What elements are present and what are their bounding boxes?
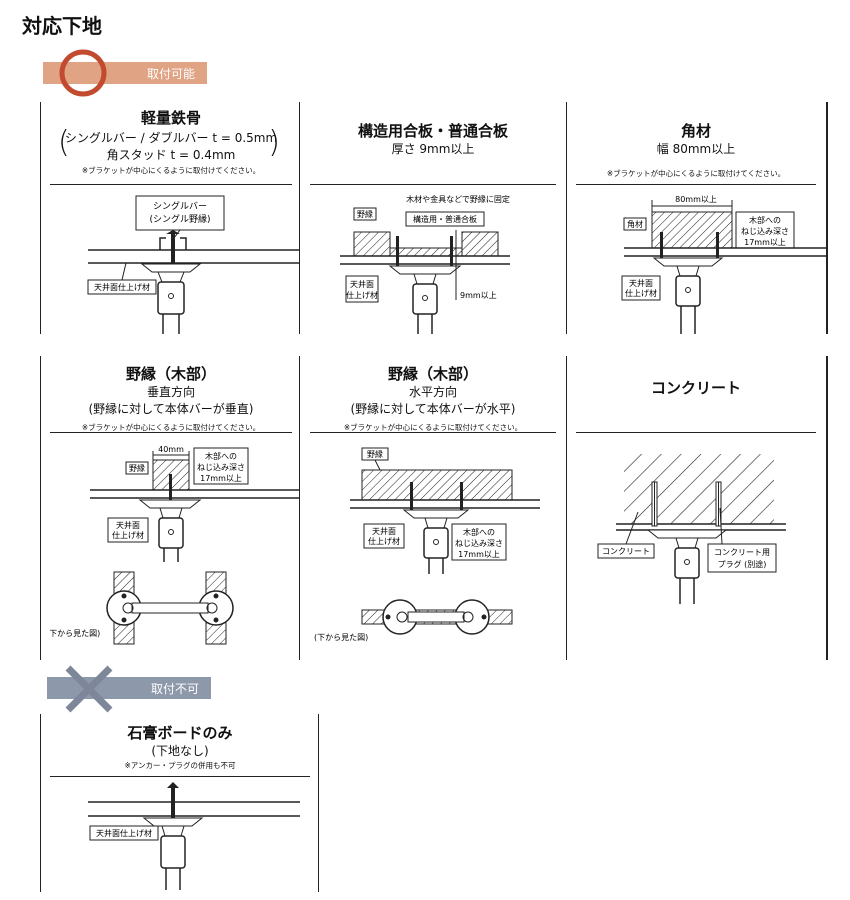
label-thickness: 9mm以上 (460, 291, 497, 300)
rule (50, 432, 292, 433)
cell-title: 野縁（木部） (387, 365, 478, 383)
divider (826, 102, 828, 334)
label-depth-1: 木部への (749, 215, 781, 225)
divider (318, 714, 319, 892)
cell-note: ※ブラケットが中心にくるように取付けてください。 (81, 423, 261, 432)
label-ceiling-top: 天井面 (372, 526, 396, 536)
rule (310, 432, 556, 433)
label-plug-2: プラグ (別途) (718, 559, 767, 569)
cell-title: コンクリート (650, 379, 741, 397)
cell-sub: (下地なし) (151, 744, 209, 758)
divider (40, 356, 41, 660)
cell-sub: 垂直方向 (146, 385, 195, 399)
divider (826, 356, 828, 660)
cell-note: ※ブラケットが中心にくるように取付けてください。 (606, 169, 786, 178)
cell-sub: 厚さ 9mm以上 (391, 142, 475, 156)
label-depth-2: ねじ込み深さ (455, 539, 503, 548)
label-ceiling-top: 天井面 (116, 520, 140, 530)
ng-cross-icon (65, 665, 113, 713)
label-bar-2: (シングル野縁) (149, 213, 210, 225)
label-depth-3: 17mm以上 (744, 238, 786, 247)
rule (576, 432, 816, 433)
diagram-concrete: コンクリート コンクリート用 プラグ (別途) (597, 454, 786, 604)
cell-note: ※アンカー・プラグの併用も不可 (124, 761, 236, 770)
label-ceiling-bottom: 仕上げ材 (368, 536, 400, 546)
cell-sub: ( シングルバー / ダブルバー t = 0.5mm 角スタッド t = 0.4… (58, 125, 280, 163)
label-depth-1: 木部への (205, 451, 237, 461)
label-ceiling-bottom: 仕上げ材 (112, 530, 144, 540)
label-ceiling-top: 天井面 (629, 278, 653, 288)
rule (576, 184, 816, 185)
rule (310, 184, 556, 185)
ng-banner-label: 取付不可 (150, 682, 199, 696)
label-ceiling: 天井面仕上げ材 (96, 828, 152, 838)
label-nobuchi: 野縁 (367, 449, 383, 459)
diagram-gypsum: 天井面仕上げ材 (88, 782, 300, 890)
label-nobuchi: 野縁 (129, 463, 145, 473)
cell-wood-vertical: 野縁（木部） 垂直方向 (野縁に対して本体バーが垂直) ※ブラケットが中心にくる… (50, 363, 292, 433)
cell-sub: (野縁に対して本体バーが垂直) (88, 402, 254, 416)
diagram-kakuzai: 80mm以上 角材 木部への ねじ込み深さ 17mm以上 天井面 仕上げ材 (621, 195, 826, 334)
label-ceiling-bottom: 仕上げ材 (625, 288, 657, 298)
rule (50, 184, 292, 185)
label-width: 40mm (158, 445, 184, 454)
cell-sub: 水平方向 (408, 385, 457, 399)
ok-circle-icon (59, 49, 107, 97)
label-depth-2: ねじ込み深さ (197, 463, 245, 472)
diagram-plywood: 木材や金具などで野縁に固定 野縁 構造用・普通合板 天井面 仕上げ材 9mm以上 (340, 194, 510, 334)
cell-note: ※ブラケットが中心にくるように取付けてください。 (81, 166, 261, 175)
diagram-lgs: シングルバー (シングル野縁) 天井面仕上げ材 (87, 195, 300, 334)
diagram-wood-vertical: 40mm 野縁 木部への ねじ込み深さ 17mm以上 天井面 仕上げ材 (下から… (50, 445, 300, 645)
label-width: 80mm以上 (675, 195, 717, 204)
label-bar-1: シングルバー (153, 200, 207, 212)
label-depth-2: ねじ込み深さ (741, 227, 789, 236)
label-ceiling-top: 天井面 (350, 279, 374, 289)
label-ceiling: 天井面仕上げ材 (94, 282, 150, 292)
ok-banner-label: 取付可能 (146, 67, 195, 81)
ok-banner: 取付可能 (43, 62, 207, 84)
cell-lgs: 軽量鉄骨 ( シングルバー / ダブルバー t = 0.5mm 角スタッド t … (50, 107, 292, 176)
cell-plywood: 構造用合板・普通合板 厚さ 9mm以上 (310, 120, 556, 158)
cell-kakuzai: 角材 幅 80mm以上 ※ブラケットが中心にくるように取付けてください。 (576, 120, 816, 179)
label-plug-1: コンクリート用 (714, 548, 770, 557)
label-fix: 木材や金具などで野縁に固定 (406, 194, 510, 204)
cell-sub: 幅 80mm以上 (656, 142, 736, 156)
cell-concrete: コンクリート (576, 377, 816, 398)
label-kakuzai: 角材 (627, 219, 643, 229)
label-depth-3: 17mm以上 (200, 474, 242, 483)
cell-title: 角材 (680, 122, 711, 140)
diagram-wood-horizontal: 野縁 天井面 仕上げ材 木部への ねじ込み深さ 17mm以上 (下から見た図) (314, 447, 540, 642)
divider (566, 102, 567, 334)
label-ceiling-bottom: 仕上げ材 (346, 290, 378, 300)
label-bottom-view: (下から見た図) (50, 629, 100, 638)
cell-wood-horizontal: 野縁（木部） 水平方向 (野縁に対して本体バーが水平) ※ブラケットが中心にくる… (310, 363, 556, 433)
cell-title: 軽量鉄骨 (140, 109, 201, 127)
divider (299, 356, 300, 660)
cell-gypsum: 石膏ボードのみ (下地なし) ※アンカー・プラグの併用も不可 (50, 722, 310, 771)
divider (299, 102, 300, 334)
label-nobuchi: 野縁 (357, 209, 373, 219)
rule (50, 776, 310, 777)
cell-note: ※ブラケットが中心にくるように取付けてください。 (343, 423, 523, 432)
divider (40, 714, 41, 892)
label-depth-3: 17mm以上 (458, 550, 500, 559)
label-depth-1: 木部への (463, 527, 495, 537)
cell-title: 石膏ボードのみ (127, 724, 233, 742)
label-board: 構造用・普通合板 (413, 214, 477, 224)
divider (40, 102, 41, 334)
cell-sub: (野縁に対して本体バーが水平) (350, 402, 516, 416)
cell-title: 野縁（木部） (125, 365, 216, 383)
label-concrete: コンクリート (602, 547, 650, 556)
divider (566, 356, 567, 660)
page-title: 対応下地 (22, 14, 102, 38)
label-bottom-view: (下から見た図) (314, 633, 368, 642)
cell-title: 構造用合板・普通合板 (357, 122, 508, 140)
